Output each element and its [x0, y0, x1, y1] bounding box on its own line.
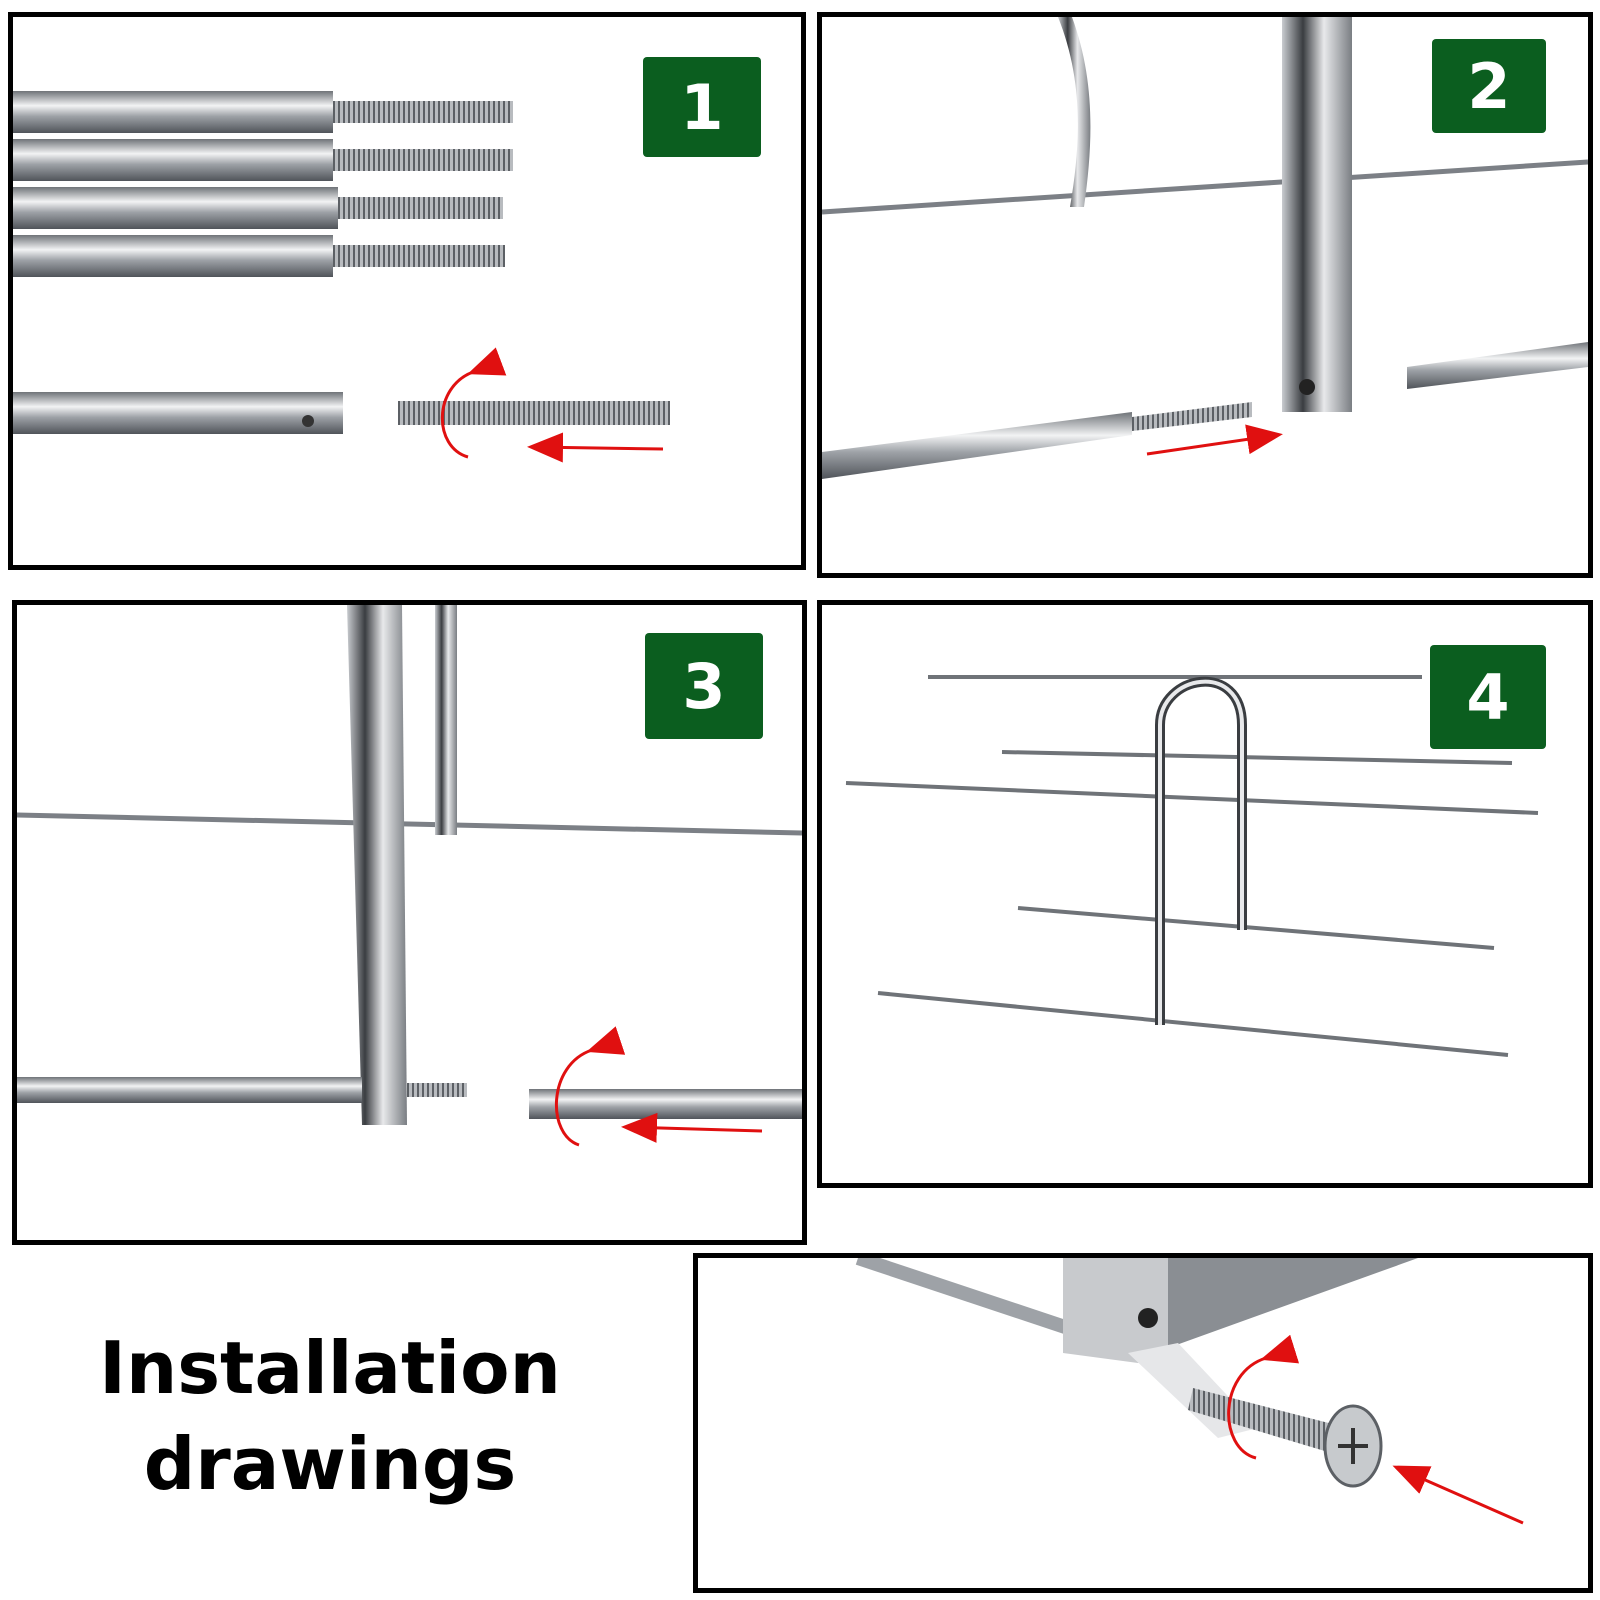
u-bracket	[1155, 676, 1247, 1025]
upright-bar	[347, 605, 407, 1125]
rotate-arrow-icon	[440, 347, 507, 459]
step-3-panel: 3	[12, 600, 807, 1245]
tube-hole	[302, 415, 314, 427]
frame-hole	[1138, 1308, 1158, 1328]
insert-arrow-icon	[527, 432, 664, 463]
upright-hole	[1299, 379, 1315, 395]
step-4-illustration	[845, 675, 1539, 1057]
step-1-illustration	[13, 91, 670, 463]
crossbar-wire	[822, 159, 1588, 215]
rod-4	[13, 235, 333, 277]
lower-rod-right	[1407, 342, 1588, 389]
step-2-badge: 2	[1432, 39, 1546, 133]
step-4-panel: 4	[817, 600, 1593, 1188]
rotate-arrow-icon	[554, 1026, 626, 1147]
lower-rod-left	[822, 412, 1132, 479]
side-strap	[435, 605, 457, 835]
wire-2	[1001, 750, 1513, 765]
lower-rod-left	[17, 1077, 362, 1103]
step-1-badge: 1	[643, 57, 761, 157]
installation-title: Installation drawings	[40, 1320, 620, 1512]
title-line-1: Installation	[99, 1326, 561, 1410]
loose-threaded-bar	[398, 401, 670, 425]
curved-strap	[1058, 17, 1091, 207]
u-bracket-highlight	[1158, 679, 1244, 1025]
step-1-panel: 1	[8, 12, 806, 570]
wire-3	[845, 781, 1539, 815]
rod-thread	[407, 1083, 467, 1097]
lower-rod-right	[529, 1089, 802, 1119]
threaded-rods-group	[13, 91, 513, 277]
wire-4	[1017, 906, 1495, 950]
rod-1	[13, 91, 333, 133]
frame-edge	[1168, 1258, 1418, 1348]
upright-square-tube	[1282, 17, 1352, 412]
rod-2	[13, 139, 333, 181]
insert-arrow-icon	[621, 1112, 763, 1143]
rod-thread	[1132, 402, 1252, 431]
step-3-badge: 3	[645, 633, 763, 739]
step-4-badge: 4	[1430, 645, 1546, 749]
thread-4	[333, 245, 505, 267]
step-2-panel: 2	[817, 12, 1593, 578]
screw-detail-illustration	[855, 1258, 1524, 1525]
wire-5	[877, 991, 1509, 1057]
rod-3	[13, 187, 338, 229]
thread-3	[338, 197, 503, 219]
step-2-illustration	[822, 17, 1588, 479]
thread-1	[333, 101, 513, 123]
insert-arrow-icon	[1146, 424, 1283, 456]
title-line-2: drawings	[143, 1422, 517, 1506]
frame-corner	[1063, 1258, 1168, 1363]
rotate-arrow-icon	[1227, 1334, 1300, 1460]
hollow-tube	[13, 392, 343, 434]
step-3-illustration	[17, 605, 802, 1147]
screw-detail-panel	[693, 1253, 1593, 1593]
insert-arrow-icon	[1392, 1465, 1524, 1525]
crossbar-wire	[17, 812, 802, 836]
thread-2	[333, 149, 513, 171]
side-rod	[855, 1258, 1071, 1335]
